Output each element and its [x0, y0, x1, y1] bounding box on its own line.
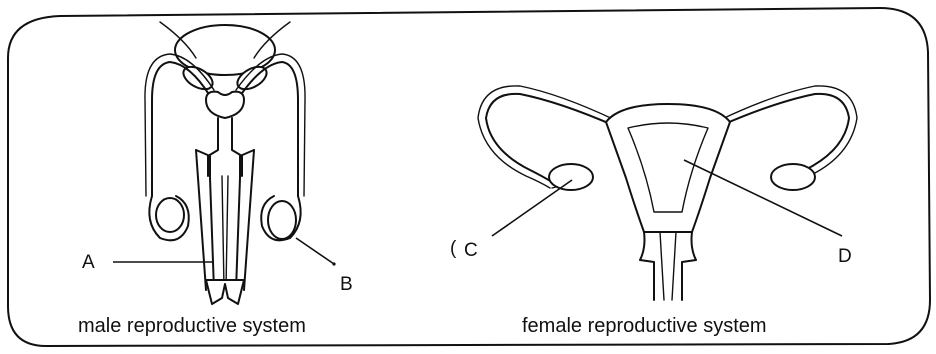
ovary-left [549, 164, 593, 190]
glans [206, 280, 244, 304]
label-D: D [838, 246, 852, 267]
vagina [640, 232, 696, 300]
ovary-right [771, 164, 815, 190]
male-reproductive-diagram [113, 22, 336, 304]
leader-C [492, 180, 572, 236]
caption-female: female reproductive system [522, 315, 767, 337]
label-C: C [464, 240, 478, 261]
caption-male: male reproductive system [78, 315, 306, 337]
oviduct-left [486, 94, 615, 182]
testis-left [156, 198, 184, 232]
leader-B [296, 238, 334, 264]
label-C-bracket: ( [450, 238, 457, 259]
label-A: A [82, 252, 95, 273]
testis-right [268, 201, 296, 239]
vas-deferens-left [152, 62, 210, 196]
female-reproductive-diagram [478, 86, 857, 300]
prostate [206, 92, 244, 118]
label-B: B [340, 274, 353, 295]
